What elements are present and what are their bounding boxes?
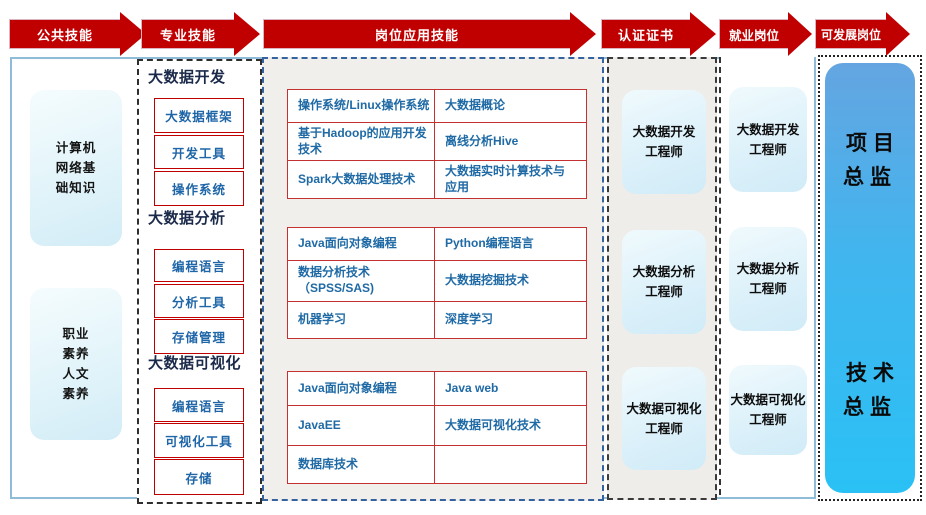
flow-arrow-professional-skills: 专业技能 (142, 12, 260, 56)
job-box: 大数据开发 工程师 (729, 87, 807, 192)
course-cell: 操作系统/Linux操作系统 (287, 89, 435, 123)
certificate-box: 大数据分析 工程师 (622, 230, 706, 334)
course-cell: Spark大数据处理技术 (287, 160, 435, 200)
course-cell: 离线分析Hive (434, 121, 587, 162)
development-role: 技术 总监 (843, 361, 900, 419)
group-title-bigdata-visualization: 大数据可视化 (148, 355, 242, 372)
course-cell: JavaEE (287, 405, 435, 446)
arrow-head-icon (788, 12, 812, 56)
course-cell: Java面向对象编程 (287, 227, 435, 261)
skill-box: 操作系统 (154, 171, 244, 206)
development-panel: 项目 总监 技术 总监 (818, 55, 922, 501)
certificates-panel: 大数据开发 工程师 大数据分析 工程师 大数据可视化 工程师 (607, 57, 717, 500)
arrow-label: 就业岗位 (720, 20, 788, 48)
course-cell: 数据分析技术 （SPSS/SAS) (287, 260, 435, 302)
skill-box: 可视化工具 (154, 423, 244, 458)
job-box: 大数据可视化 工程师 (729, 365, 807, 455)
certificate-box: 大数据开发 工程师 (622, 90, 706, 194)
group-title-bigdata-analysis: 大数据分析 (148, 210, 226, 227)
flow-arrow-development: 可发展岗位 (816, 12, 912, 56)
public-skill-box-computer-network: 计算机 网络基 础知识 (30, 90, 122, 246)
course-cell: 大数据实时计算技术与 应用 (434, 160, 587, 200)
certificate-box: 大数据可视化 工程师 (622, 367, 706, 470)
arrow-label: 岗位应用技能 (264, 20, 570, 48)
course-table-visualization: Java面向对象编程 Java web JavaEE 大数据可视化技术 数据库技… (287, 371, 587, 484)
course-table-analysis: Java面向对象编程 Python编程语言 数据分析技术 （SPSS/SAS) … (287, 227, 587, 339)
job-box: 大数据分析 工程师 (729, 227, 807, 331)
course-cell: Python编程语言 (434, 227, 587, 261)
arrow-head-icon (120, 12, 146, 56)
development-gradient-box: 项目 总监 技术 总监 (825, 63, 915, 493)
arrow-label: 认证证书 (602, 20, 690, 48)
skill-box: 分析工具 (154, 284, 244, 318)
arrow-head-icon (690, 12, 716, 56)
flow-arrow-applied-skills: 岗位应用技能 (264, 12, 596, 56)
flow-arrow-public-skills: 公共技能 (10, 12, 146, 56)
course-cell: 数据库技术 (287, 445, 435, 484)
arrow-head-icon (886, 12, 910, 56)
skill-box: 编程语言 (154, 388, 244, 422)
arrow-label: 专业技能 (142, 20, 234, 48)
course-cell: 大数据概论 (434, 89, 587, 123)
course-cell: 基于Hadoop的应用开发 技术 (287, 121, 435, 162)
group-title-bigdata-dev: 大数据开发 (148, 69, 226, 86)
course-cell: 大数据可视化技术 (434, 405, 587, 446)
public-skill-box-professional-literacy: 职业 素养 人文 素养 (30, 288, 122, 440)
arrow-head-icon (234, 12, 260, 56)
skill-box: 存储 (154, 459, 244, 495)
arrow-head-icon (570, 12, 596, 56)
course-cell: Java web (434, 371, 587, 406)
professional-skills-panel: 大数据开发 大数据框架 开发工具 操作系统 大数据分析 编程语言 分析工具 存储… (137, 59, 262, 504)
course-cell: Java面向对象编程 (287, 371, 435, 406)
skill-box: 大数据框架 (154, 98, 244, 133)
applied-skills-panel: 操作系统/Linux操作系统 大数据概论 基于Hadoop的应用开发 技术 离线… (262, 57, 604, 501)
skill-box: 编程语言 (154, 249, 244, 282)
development-role: 项目 总监 (843, 131, 900, 189)
arrow-label: 可发展岗位 (816, 20, 886, 48)
course-cell (434, 445, 587, 484)
arrow-label: 公共技能 (10, 20, 120, 48)
skill-box: 开发工具 (154, 135, 244, 169)
jobs-panel: 大数据开发 工程师 大数据分析 工程师 大数据可视化 工程师 (719, 57, 814, 495)
course-table-dev: 操作系统/Linux操作系统 大数据概论 基于Hadoop的应用开发 技术 离线… (287, 89, 587, 200)
flow-arrow-certificates: 认证证书 (602, 12, 716, 56)
course-cell: 大数据挖掘技术 (434, 260, 587, 302)
skill-box: 存储管理 (154, 319, 244, 354)
course-cell: 机器学习 (287, 301, 435, 339)
course-cell: 深度学习 (434, 301, 587, 339)
flow-arrow-jobs: 就业岗位 (720, 12, 812, 56)
